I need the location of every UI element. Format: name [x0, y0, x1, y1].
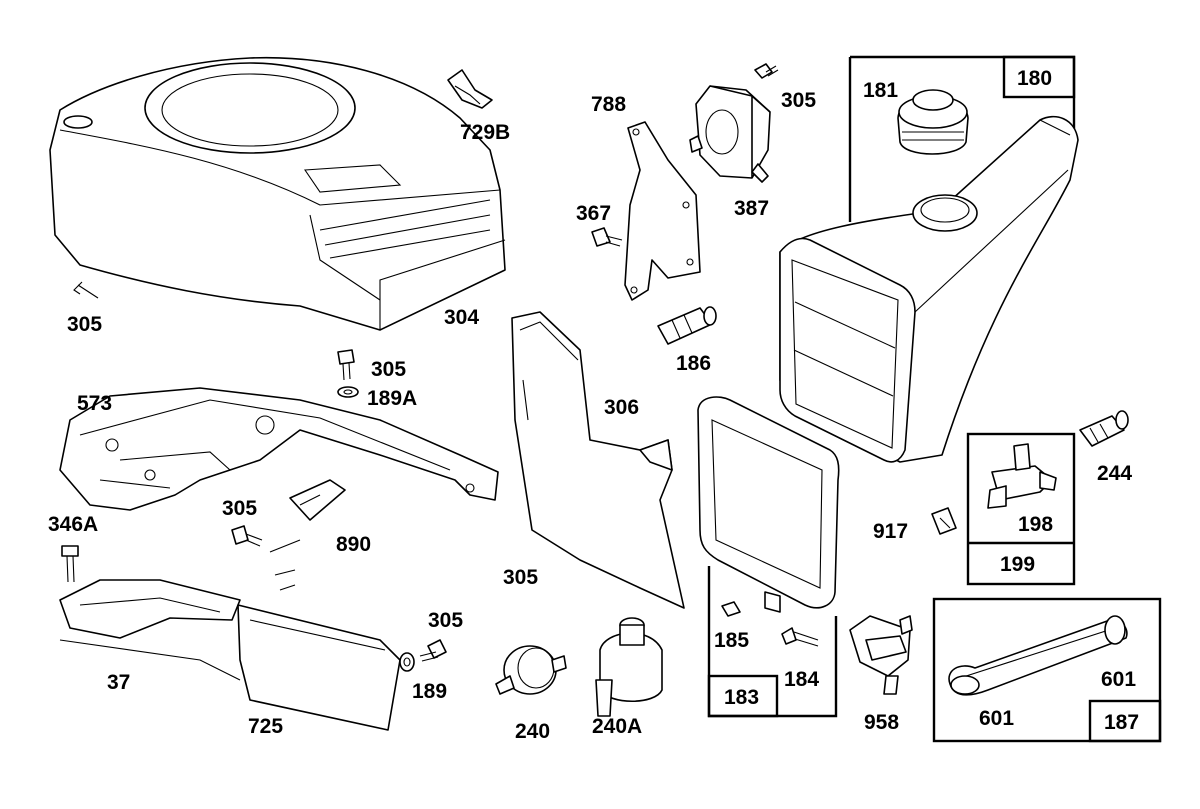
- washer-189: [399, 652, 415, 672]
- label-199: 199: [1000, 553, 1035, 576]
- label-185: 185: [714, 629, 749, 652]
- label-387: 387: [734, 197, 769, 220]
- label-788: 788: [591, 93, 626, 116]
- fuel-tank-group-180: [779, 55, 1079, 463]
- label-183: 183: [724, 686, 759, 709]
- label-186: 186: [676, 352, 711, 375]
- label-189a: 189A: [367, 387, 417, 410]
- fitting-244: [1079, 410, 1129, 447]
- panel-725: [59, 604, 401, 731]
- screw-305-d: [231, 525, 263, 547]
- label-240a: 240A: [592, 715, 642, 738]
- fuel-pump-387: [689, 85, 771, 183]
- clip-917: [931, 507, 957, 535]
- label-725: 725: [248, 715, 283, 738]
- blower-housing-304: [49, 56, 506, 331]
- label-367: 367: [576, 202, 611, 225]
- clip-729b: [447, 69, 493, 109]
- label-184: 184: [784, 668, 819, 691]
- fitting-186: [657, 306, 717, 345]
- label-958: 958: [864, 711, 899, 734]
- nut-185: [721, 601, 741, 617]
- label-240: 240: [515, 720, 550, 743]
- part-labels: 305 304 729B 788 305 387 367 186 181 180…: [48, 67, 1139, 743]
- label-305-a: 305: [67, 313, 102, 336]
- hose-group-187: [932, 597, 1162, 743]
- label-181: 181: [863, 79, 898, 102]
- label-189: 189: [412, 680, 447, 703]
- washer-189a: [337, 386, 359, 398]
- bolt-346a: [61, 545, 79, 583]
- valve-group-199: [966, 432, 1076, 586]
- label-917: 917: [873, 520, 908, 543]
- screw-305-c: [337, 349, 355, 381]
- label-305-d: 305: [222, 497, 257, 520]
- label-601-a: 601: [1101, 668, 1136, 691]
- label-244: 244: [1097, 462, 1132, 485]
- screw-305-a: [73, 281, 99, 299]
- valve-958: [849, 615, 913, 695]
- label-37: 37: [107, 671, 130, 694]
- fuel-filter-240: [495, 645, 567, 695]
- bolt-184: [781, 627, 819, 647]
- bracket-788: [624, 121, 701, 301]
- screw-367: [591, 227, 623, 247]
- screw-305-e: [419, 639, 447, 662]
- shield-37: [59, 579, 241, 639]
- label-187: 187: [1104, 711, 1139, 734]
- label-198: 198: [1018, 513, 1053, 536]
- label-305-c: 305: [371, 358, 406, 381]
- label-304: 304: [444, 306, 479, 329]
- label-306: 306: [604, 396, 639, 419]
- base-plate-573: [59, 387, 499, 511]
- label-346a: 346A: [48, 513, 98, 536]
- label-573: 573: [77, 392, 112, 415]
- label-729b: 729B: [460, 121, 510, 144]
- fuel-filter-240a: [595, 617, 663, 717]
- screw-305-b: [754, 63, 779, 79]
- label-305-b: 305: [781, 89, 816, 112]
- deflector-306: [511, 311, 685, 609]
- label-601-b: 601: [979, 707, 1014, 730]
- label-305-e: 305: [503, 566, 538, 589]
- label-890: 890: [336, 533, 371, 556]
- strap-group-183: [697, 396, 840, 718]
- label-305-f: 305: [428, 609, 463, 632]
- label-180: 180: [1017, 67, 1052, 90]
- part-890: [269, 479, 346, 591]
